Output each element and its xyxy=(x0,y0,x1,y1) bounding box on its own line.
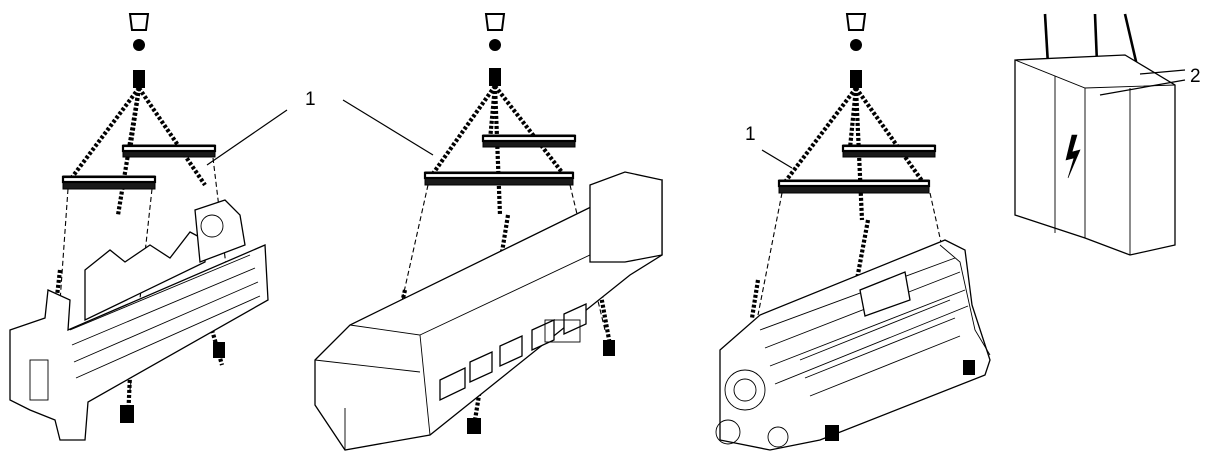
crane-hook-3 xyxy=(845,13,867,88)
crane-hook-1 xyxy=(128,13,150,88)
spreader-beam-3a xyxy=(841,144,937,158)
electrical-cabinet xyxy=(1014,13,1186,256)
open-machine xyxy=(715,239,991,451)
high-voltage-lightning-icon xyxy=(1065,134,1081,179)
spreader-beam-2b xyxy=(423,171,575,186)
crane-hook-2 xyxy=(484,13,506,86)
lift-assembly-1 xyxy=(9,13,288,441)
callout-label-2: 2 xyxy=(1190,66,1201,87)
callout-label-1-left: 1 xyxy=(305,89,316,110)
callout-label-1-right: 1 xyxy=(745,124,756,145)
spreader-beam-1b xyxy=(61,175,157,190)
machine-frame-1 xyxy=(9,199,269,441)
lift-assembly-2 xyxy=(314,13,663,451)
spreader-beam-1a xyxy=(121,144,217,158)
spreader-beam-3b xyxy=(777,179,931,194)
covered-machine xyxy=(314,171,663,451)
spreader-beam-2a xyxy=(481,134,577,148)
lift-assembly-3 xyxy=(715,13,991,451)
